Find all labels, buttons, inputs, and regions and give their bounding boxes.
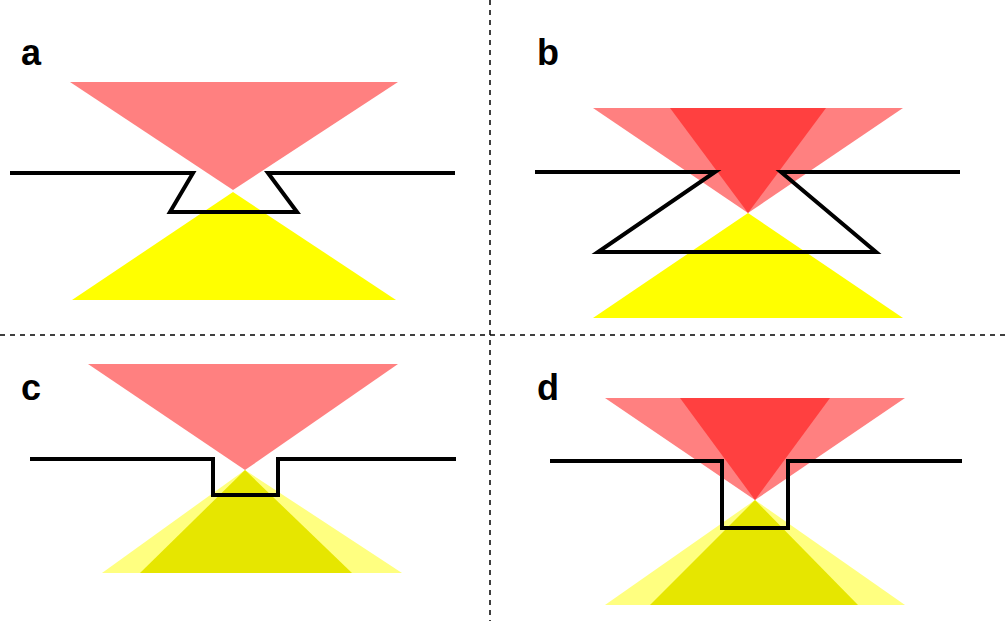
beam-cone — [88, 364, 398, 470]
surface-profile — [535, 172, 960, 252]
light-cone-narrow — [650, 500, 858, 605]
surface-profile — [550, 461, 962, 528]
light-cone — [593, 213, 903, 318]
panel-label: c — [21, 370, 41, 406]
light-cone-narrow — [140, 470, 352, 573]
surface-profile — [30, 459, 456, 495]
light-cone — [102, 470, 402, 573]
panel-divider — [0, 334, 1005, 336]
beam-cone — [605, 398, 905, 500]
panel-label: a — [21, 35, 41, 71]
beam-cone — [593, 108, 903, 213]
panel-label: b — [537, 35, 559, 71]
panel-divider — [489, 0, 491, 621]
surface-profile — [10, 173, 455, 212]
panel-label: d — [537, 370, 559, 406]
beam-cone-narrow — [680, 398, 830, 500]
beam-cone-narrow — [670, 108, 826, 213]
light-cone — [72, 192, 396, 300]
light-cone — [605, 500, 905, 605]
